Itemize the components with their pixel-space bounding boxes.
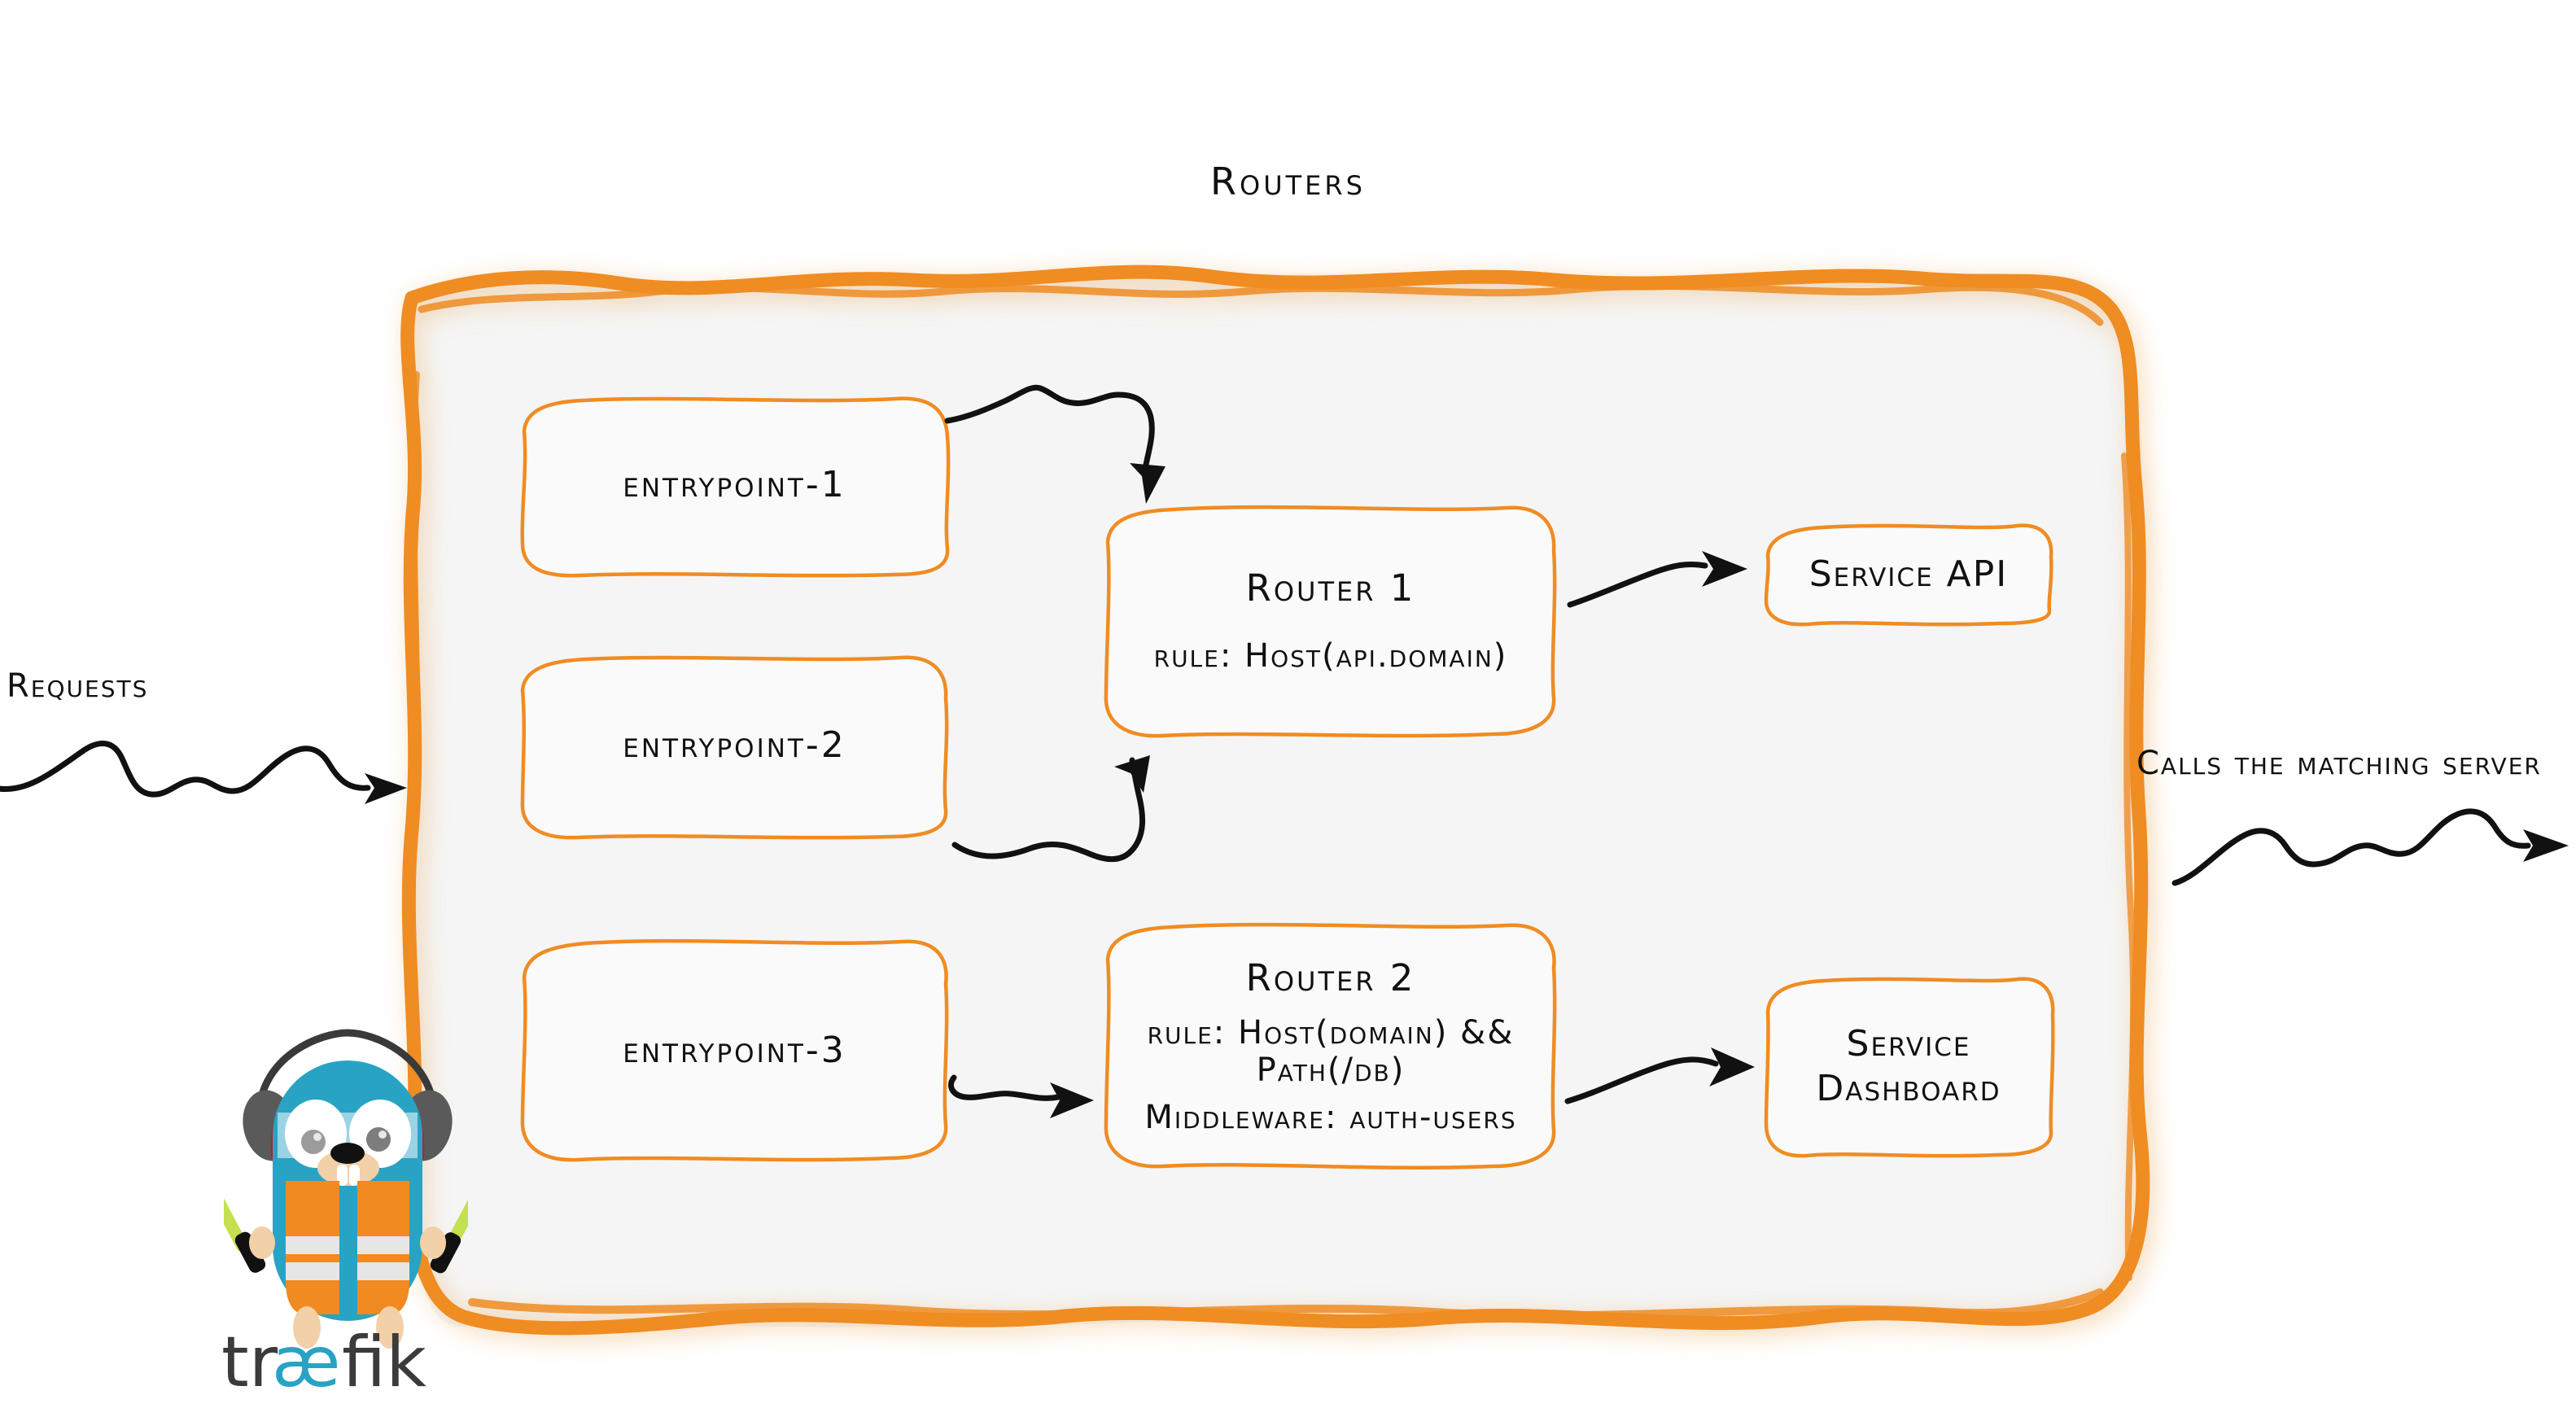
- calls-matching-server-label: Calls the matching server: [2136, 745, 2542, 782]
- gopher-illustration: [224, 1029, 468, 1349]
- entrypoint-3-border: [520, 938, 949, 1162]
- service-dashboard-box[interactable]: Service Dashboard: [1758, 973, 2059, 1160]
- svg-text:tr: tr: [221, 1323, 278, 1403]
- entrypoint-1-border: [520, 396, 951, 578]
- requests-arrow: [0, 741, 407, 804]
- entrypoint-2-border: [520, 655, 949, 840]
- svg-text:fik: fik: [342, 1323, 426, 1403]
- arrow-router1-to-serviceapi: [1567, 551, 1747, 608]
- svg-text:æ: æ: [272, 1323, 340, 1403]
- router-1-box[interactable]: Router 1 rule: Host(api.domain): [1095, 496, 1567, 745]
- service-dashboard-border: [1764, 977, 2055, 1158]
- service-api-border: [1764, 523, 2053, 627]
- router-2-box[interactable]: Router 2 rule: Host(domain) && Path(/db)…: [1095, 916, 1567, 1176]
- traefik-gopher-mascot: [224, 1021, 468, 1408]
- router-2-border: [1104, 922, 1557, 1170]
- entrypoint-2-box[interactable]: entrypoint-2: [513, 649, 956, 841]
- requests-label: Requests: [7, 667, 149, 705]
- arrow-router2-to-servicedashboard: [1564, 1047, 1755, 1104]
- page-title: Routers: [1210, 160, 1366, 203]
- arrow-entrypoint1-to-router1: [944, 384, 1166, 504]
- entrypoint-1-box[interactable]: entrypoint-1: [513, 389, 956, 580]
- traefik-wordmark: tr æ fik: [221, 1322, 474, 1404]
- entrypoint-3-box[interactable]: entrypoint-3: [513, 932, 956, 1168]
- arrow-entrypoint2-to-router1: [951, 755, 1150, 863]
- arrow-entrypoint3-to-router2: [948, 1074, 1094, 1118]
- calls-matching-server-arrow: [2171, 808, 2569, 886]
- router-1-border: [1104, 505, 1557, 738]
- service-api-box[interactable]: Service API: [1758, 521, 2059, 627]
- traefik-wordmark-text: tr æ fik: [221, 1322, 426, 1403]
